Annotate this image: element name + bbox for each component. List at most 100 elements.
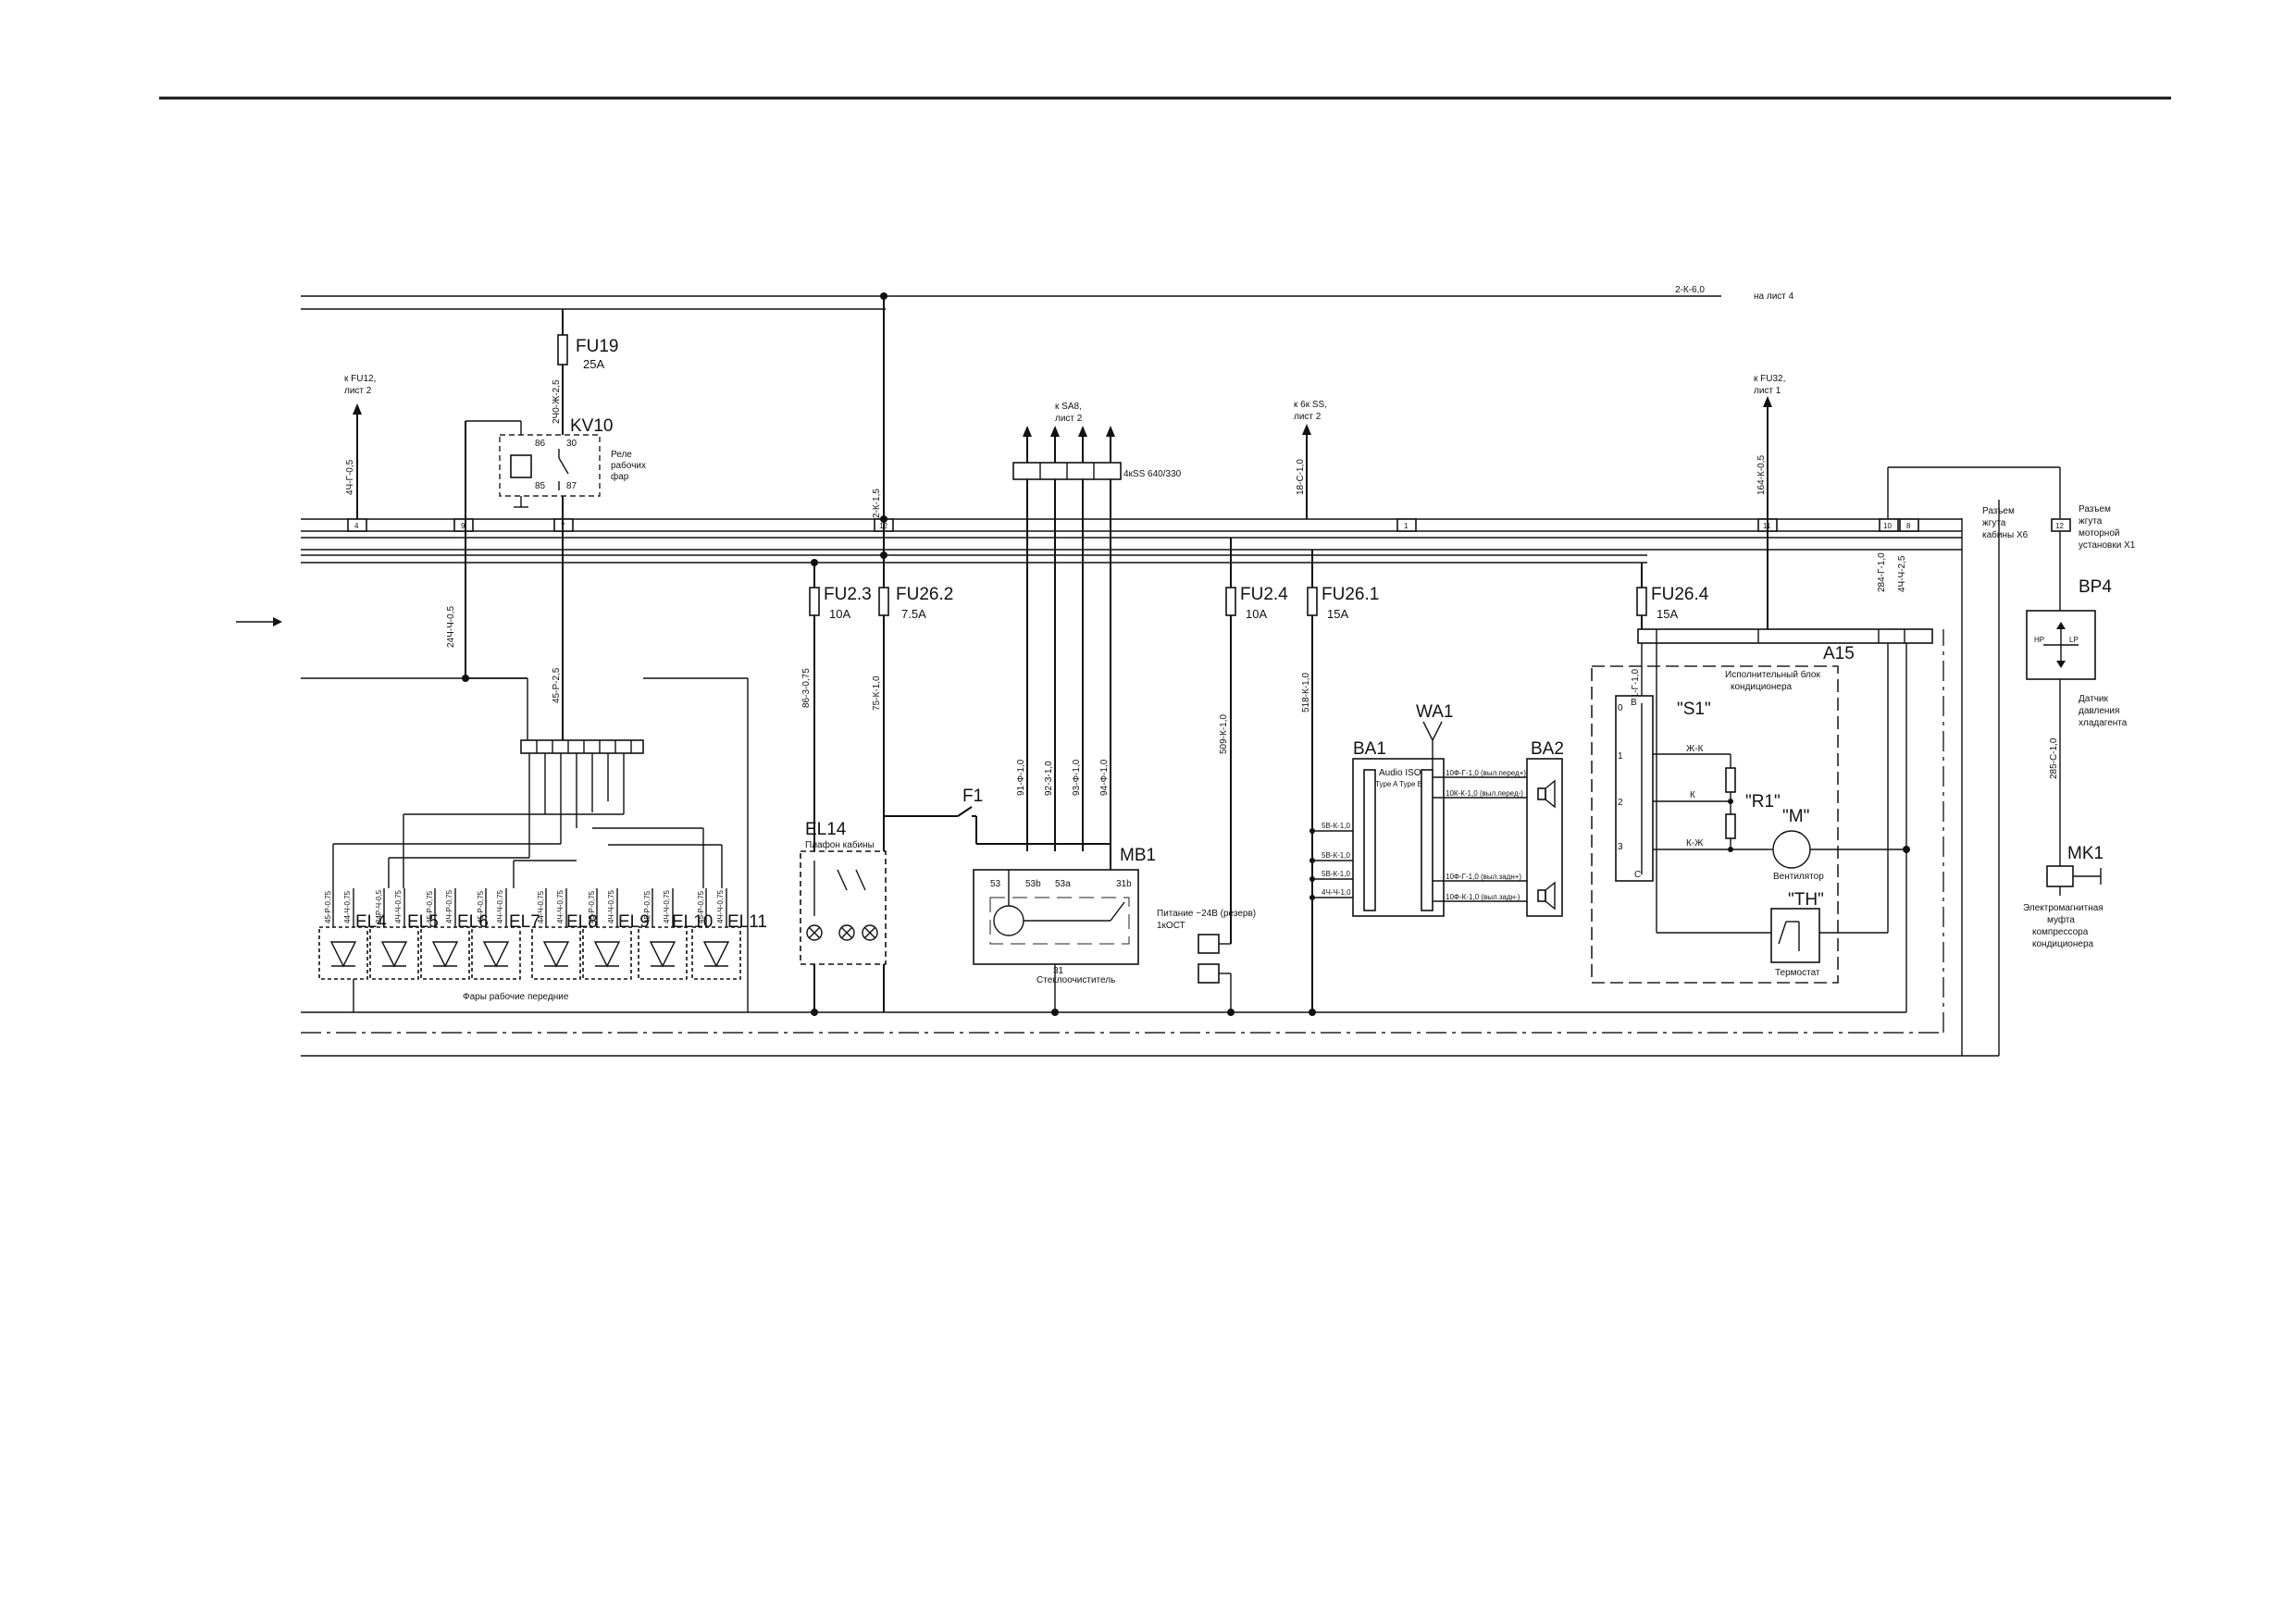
kv10-pin-87: 87 — [566, 481, 577, 491]
wire-509-label: 509-К-1,0 — [1219, 713, 1229, 754]
lamp-el9: EL9 — [582, 888, 650, 980]
kv10-id: KV10 — [570, 416, 613, 436]
fu26-2-id: FU26.2 — [896, 585, 953, 604]
kv10-pin-85: 85 — [535, 481, 546, 491]
ba1-id: BA1 — [1353, 739, 1386, 759]
lamp-el5: EL5 — [369, 888, 439, 980]
fu19-rating: 25A — [583, 357, 604, 371]
mk1-desc-3: компрессора — [2032, 927, 2089, 937]
el14-desc: Плафон кабины — [805, 839, 875, 850]
lamp-el7: EL7 — [471, 888, 540, 980]
lamp-wire-12: 4Ч-Ч-0,75 — [607, 889, 615, 923]
wire-fu19-label: 2Ч0-Ж-2,5 — [552, 379, 562, 424]
fu26-4-rating: 15A — [1657, 607, 1678, 621]
bp4-pressure-sensor: HP LP BP4 Датчик давления хладагента 285… — [2026, 531, 2128, 866]
fu19-fuse: FU19 25A 2Ч0-Ж-2,5 — [552, 309, 618, 435]
x1-line4: установки Х1 — [2079, 540, 2136, 551]
wire-2k-label: 2-К-1,5 — [872, 489, 882, 518]
terminal-9: 9 — [461, 522, 465, 530]
ss-branch: к 6к SS, лист 2 18-С-1,0 — [1294, 400, 1327, 519]
kv10-pin-30: 30 — [566, 439, 577, 449]
lamp-wire-6: 4Ч-Р-0,75 — [445, 889, 453, 923]
el14-cabin-light: EL14 Плафон кабины — [800, 820, 887, 965]
s1-pos-c: С — [1634, 870, 1641, 880]
lamp-wire-10: 4Ч-Ч-0,75 — [556, 889, 565, 923]
mb1-pin-53b: 53b — [1025, 879, 1041, 889]
lamp-wire-4: 4Ч-Ч-0,75 — [394, 889, 403, 923]
wire-45-label: 45-Р-2,5 — [552, 667, 562, 703]
bp4-pin-lp: LP — [2069, 636, 2079, 644]
to-sheet4-label: на лист 4 — [1754, 291, 1794, 302]
mk1-desc-1: Электромагнитная — [2023, 903, 2104, 913]
wa1-antenna: WA1 — [1416, 702, 1453, 770]
m-desc: Вентилятор — [1773, 872, 1824, 882]
bp4-id: BP4 — [2079, 577, 2112, 597]
bp4-desc-3: хладагента — [2079, 718, 2128, 728]
mb1-pin-31b: 31b — [1116, 879, 1132, 889]
mk1-compressor-clutch: MK1 Электромагнитная муфта компрессора к… — [2023, 844, 2104, 949]
lamp-wire-5: 45-Р-0,75 — [426, 890, 434, 923]
fu12-branch: к FU12, лист 2 4Ч-Г-0,5 — [344, 374, 376, 519]
ba1-desc-1: Audio ISO — [1379, 768, 1421, 778]
lamp-wire-7: 45-Р-0,75 — [477, 890, 485, 923]
lamp-el10-id: EL10 — [672, 912, 713, 932]
to-fu12-line1: к FU12, — [344, 374, 376, 384]
s1-id: "S1" — [1677, 700, 1711, 719]
mb1-id: MB1 — [1120, 846, 1156, 865]
fu26-2-rating: 7.5A — [901, 607, 926, 621]
fu26-4-id: FU26.4 — [1651, 585, 1709, 604]
terminal-10: 10 — [1883, 522, 1892, 530]
kv10-desc-2: рабочих — [611, 460, 646, 471]
fu2-4-id: FU2.4 — [1240, 585, 1288, 604]
ba2-wire-3: 10Ф-Г-1,0 (выл.задн+) — [1446, 873, 1521, 881]
mb1-desc: Стеклоочиститель — [1036, 975, 1115, 985]
to-fu32-line1: к FU32, — [1754, 374, 1785, 384]
kv10-relay: 86 30 85 87 KV10 Реле рабочих фар 24Ч-Ч-… — [446, 416, 646, 740]
kv10-desc-3: фар — [611, 471, 629, 482]
terminal-8: 8 — [1906, 522, 1911, 530]
ba1-wire-4: 4Ч-Ч-1,0 — [1322, 888, 1351, 897]
s1-pos-1: 1 — [1618, 751, 1623, 762]
th-desc: Термостат — [1775, 968, 1820, 978]
ba1-wire-3: 5В-К-1,0 — [1322, 870, 1350, 878]
fu2-3-id: FU2.3 — [824, 585, 872, 604]
lamp-wire-15: 45-Р-0,75 — [697, 890, 705, 923]
fu32-branch: к FU32, лист 1 164-К-0,5 — [1754, 374, 1785, 629]
worklight-wiring — [333, 753, 722, 861]
wire-284-label: 284-Г-1,0 — [1877, 552, 1887, 592]
mb1-pin-53a: 53a — [1055, 879, 1071, 889]
mb1-pin-53: 53 — [990, 879, 1001, 889]
ba2-id: BA2 — [1531, 739, 1564, 759]
fu26-1-id: FU26.1 — [1322, 585, 1379, 604]
to-sa8-line2: лист 2 — [1055, 414, 1083, 424]
terminal-x1-12: 12 — [2055, 522, 2064, 530]
bp4-pin-hp: HP — [2034, 636, 2044, 644]
wire-93-label: 93-Ф-1,0 — [1072, 759, 1082, 796]
wire-94-label: 94-Ф-1,0 — [1099, 759, 1110, 796]
m-id: "M" — [1782, 807, 1809, 826]
ba1-wire-2: 5В-К-1,0 — [1322, 851, 1350, 860]
ss-connector-label: 4кSS 640/330 — [1123, 469, 1182, 479]
lamp-el4: EL4 — [318, 888, 387, 980]
wire-285-label: 285-С-1,0 — [2049, 737, 2059, 779]
harness-connectors: Разъем жгута кабины Х6 Разъем жгута мото… — [1982, 504, 2136, 551]
lamp-wire-1: 45-Р-0,75 — [324, 890, 332, 923]
th-id: "TH" — [1788, 890, 1824, 910]
terminal-4: 4 — [354, 522, 359, 530]
r1-id: "R1" — [1745, 792, 1781, 812]
ba1-desc-2: Type A Type B — [1375, 780, 1422, 788]
sa8-connector: к SA8, лист 2 4кSS 640/330 91-Ф-1,0 92-З… — [872, 402, 1182, 870]
lamp-wire-11: 45-Р-0,75 — [588, 890, 596, 923]
a15-ac-unit: A15 Исполнительный блок кондиционера "S1… — [1591, 643, 1910, 984]
lamp-el6: EL6 — [420, 888, 489, 980]
kv10-desc-1: Реле — [611, 450, 632, 460]
input-arrow — [236, 617, 282, 626]
fu2-4-fuse: FU2.4 10A 509-К-1,0 Питание ~24В (резерв… — [1157, 538, 1288, 1016]
reserve-line1: Питание ~24В (резерв) — [1157, 909, 1256, 919]
fu26-1-fuse: FU26.1 15A 518-К-1,0 5В-К-1,0 5В-К-1,0 5… — [1301, 550, 1379, 1016]
lamps-caption: Фары рабочие передние — [463, 991, 569, 1002]
wire-518-label: 518-К-1,0 — [1301, 672, 1311, 712]
x6-line2: жгута — [1982, 518, 2006, 528]
x6-line1: Разъем — [1982, 506, 2015, 516]
